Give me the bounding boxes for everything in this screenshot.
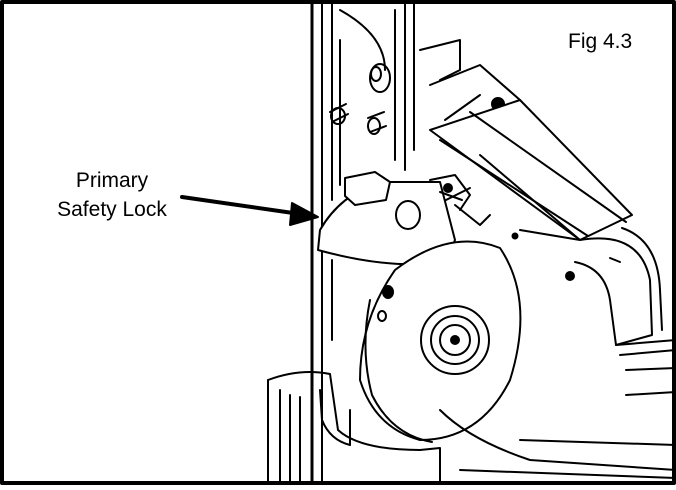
figure-label: Fig 4.3 (568, 30, 632, 54)
callout-line-1: Primary (14, 166, 210, 195)
safety-lock-callout: Primary Safety Lock (14, 166, 210, 224)
callout-line-2: Safety Lock (14, 195, 210, 224)
